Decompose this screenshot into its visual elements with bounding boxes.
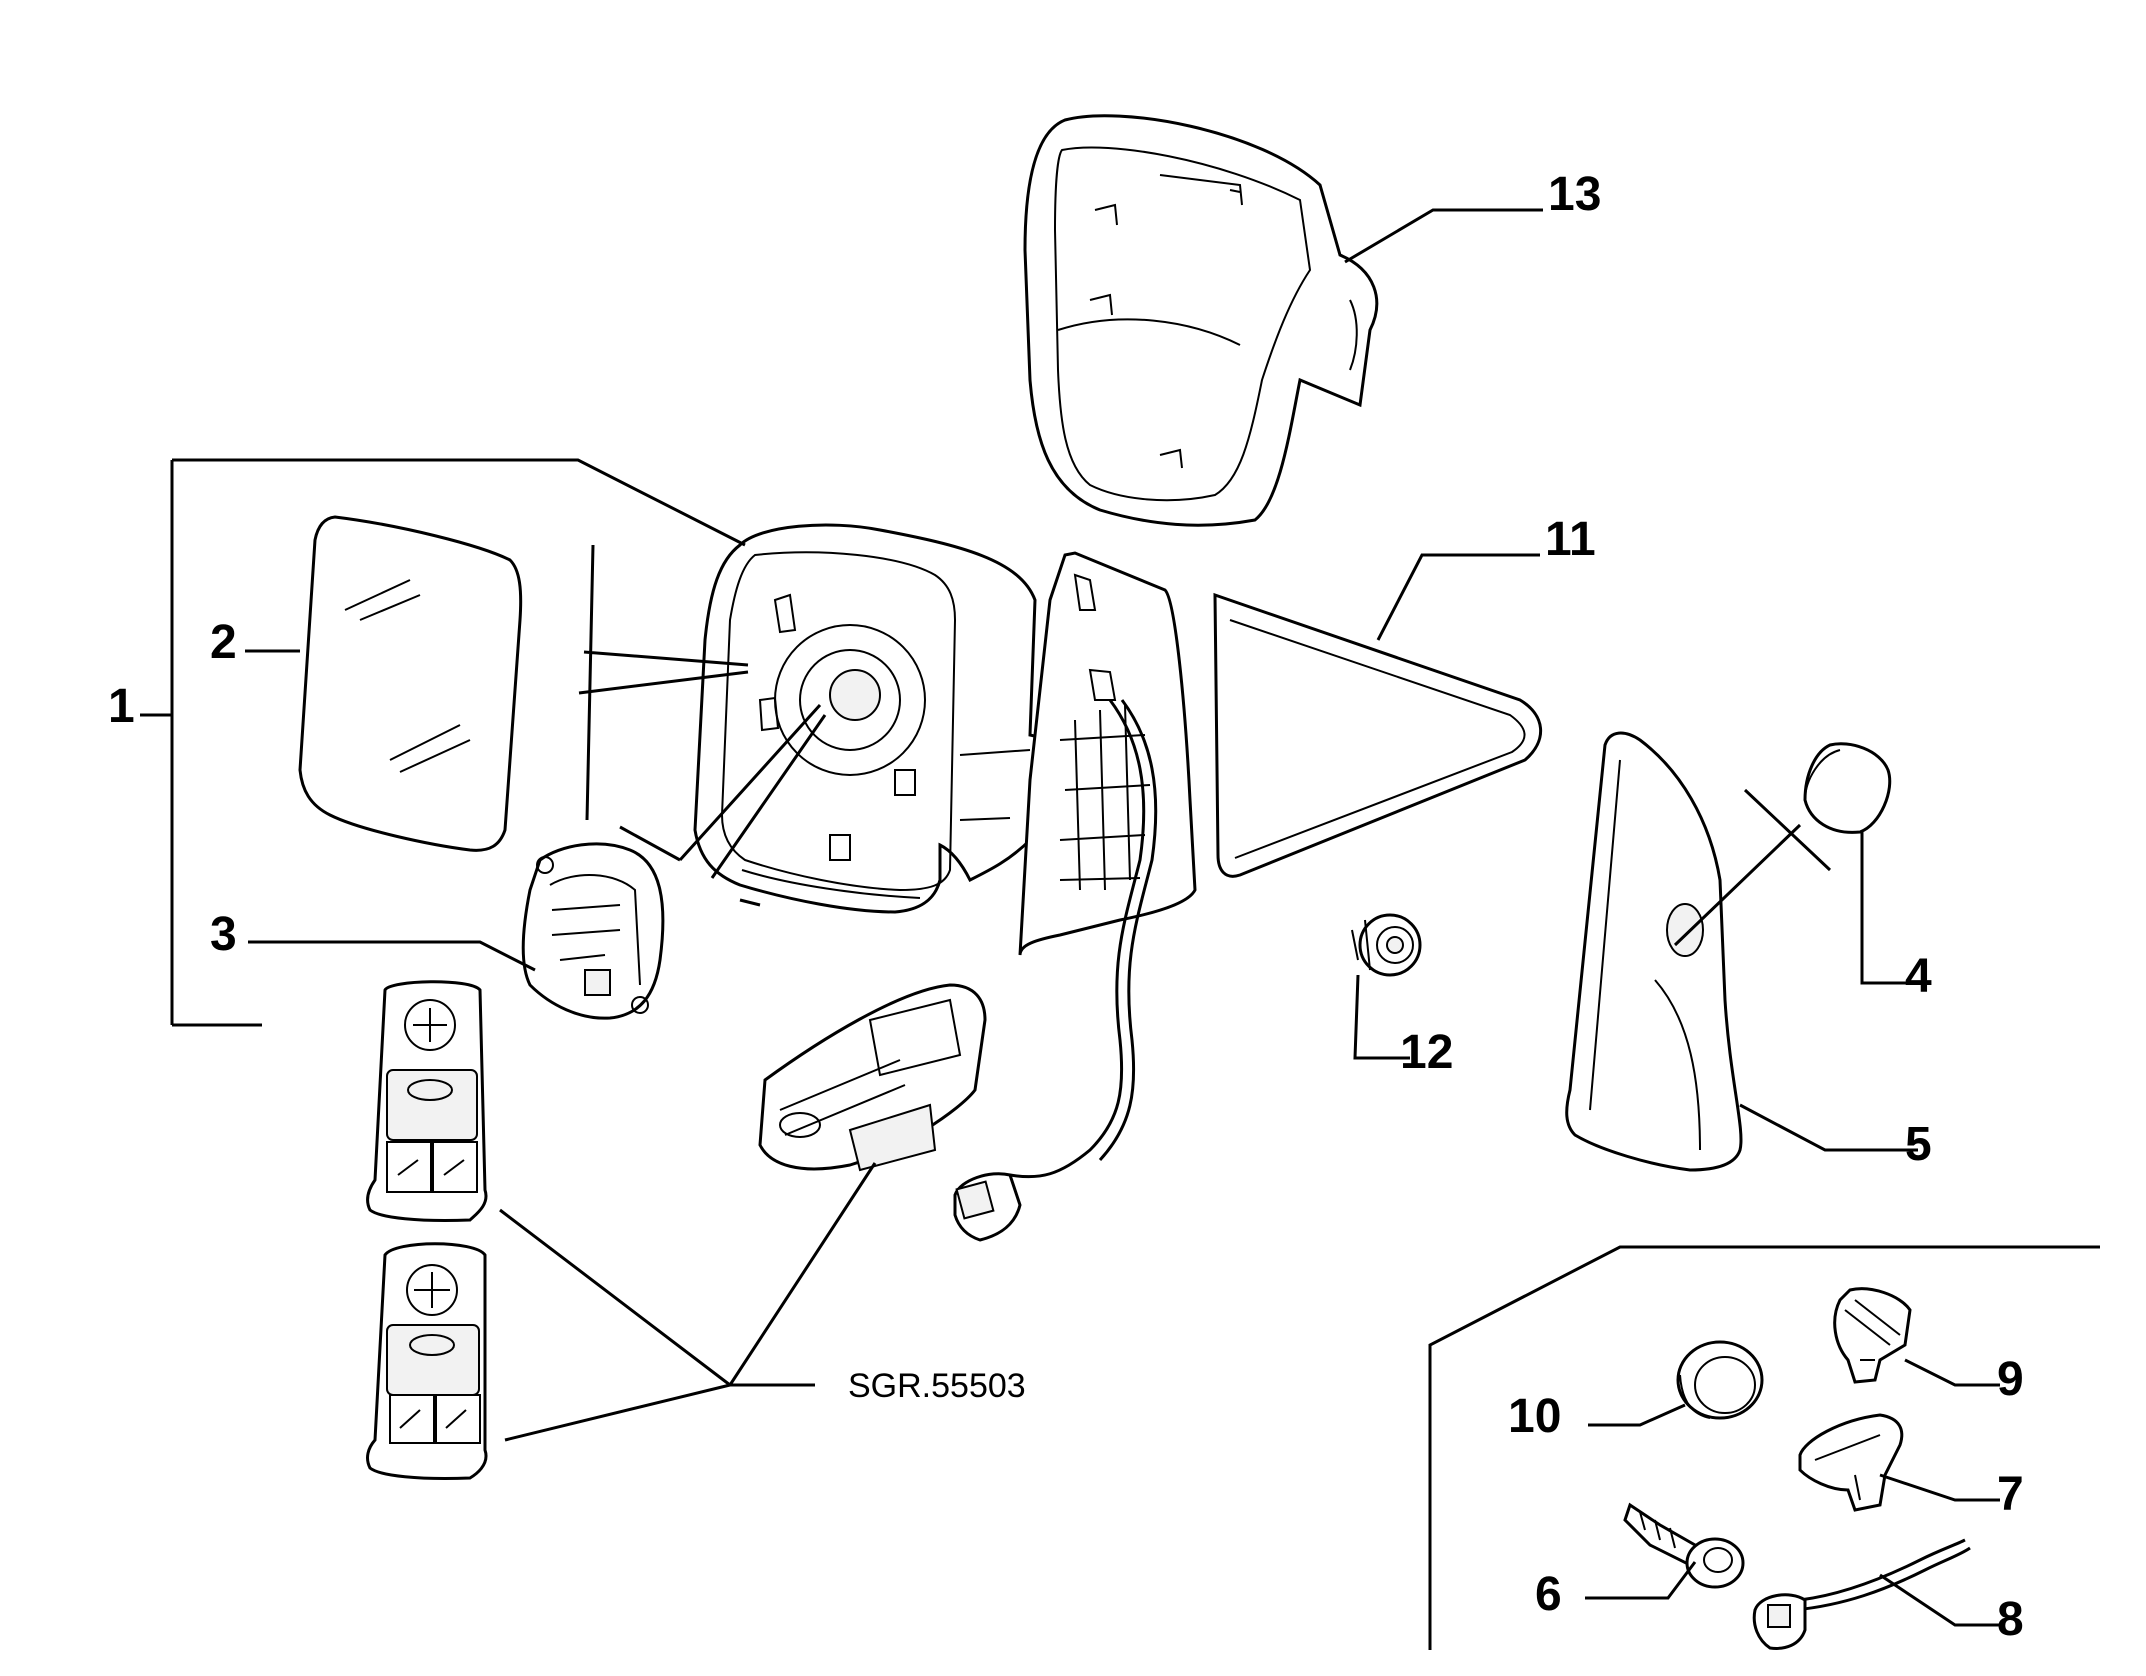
- leader-8: [1879, 1573, 2000, 1627]
- part-11-triangle-seal: [1213, 592, 1542, 878]
- callout-3: 3: [210, 908, 237, 961]
- part-3-adjust-motor: [521, 842, 665, 1020]
- leader-12: [1353, 974, 1410, 1060]
- callout-labels: 1 2 3 4 5 6 7 8 9 10 11 12 13 SGR.55503: [108, 168, 2024, 1646]
- housing-explode-lines: [578, 544, 827, 907]
- callout-1: 1: [108, 680, 135, 733]
- leader-10: [1588, 1403, 1686, 1427]
- callout-6: 6: [1535, 1568, 1562, 1621]
- part-7-clip: [1798, 1413, 1904, 1512]
- callout-9: 9: [1997, 1353, 2024, 1406]
- callout-2: 2: [210, 616, 237, 669]
- callout-7: 7: [1997, 1468, 2024, 1521]
- part-10-plug: [1676, 1340, 1764, 1420]
- callout-12: 12: [1400, 1026, 1453, 1079]
- leader-3: [248, 940, 536, 972]
- leader-13: [1344, 208, 1543, 264]
- small-parts-frame: [1428, 1245, 2100, 1650]
- part-1-mirror-housing: [693, 523, 1056, 914]
- window-switch-panel-c: [758, 983, 987, 1172]
- leader-4: [1860, 830, 1918, 985]
- leader-1: [140, 458, 746, 1027]
- callout-11: 11: [1545, 513, 1596, 566]
- part-5-lower-cover: [1565, 731, 1743, 1172]
- leader-5: [1739, 1103, 1918, 1152]
- callout-10: 10: [1508, 1390, 1561, 1443]
- part-2-mirror-glass: [298, 515, 523, 852]
- part-4-cap-plug: [1803, 742, 1892, 834]
- part-9-clip: [1833, 1287, 1912, 1384]
- callout-4: 4: [1905, 950, 1932, 1003]
- leader-11: [1376, 553, 1540, 641]
- mirror-arm-base: [953, 551, 1197, 1242]
- window-switch-panel-a: [366, 980, 488, 1223]
- callout-leader-lines: [140, 208, 2000, 1627]
- leader-7: [1879, 1473, 2000, 1502]
- part-8-wiring-connector: [1752, 1538, 1971, 1650]
- callout-13: 13: [1548, 168, 1601, 221]
- callout-8: 8: [1997, 1593, 2024, 1646]
- part-12-grommet: [1351, 913, 1422, 977]
- switch-ref-leaders: [499, 1162, 877, 1442]
- leader-9: [1904, 1358, 2000, 1387]
- part-4-explode-line: [1673, 788, 1832, 947]
- part-13-mirror-cover: [1023, 114, 1379, 527]
- leader-6: [1585, 1561, 1697, 1600]
- reference-code: SGR.55503: [848, 1367, 1026, 1405]
- callout-5: 5: [1905, 1118, 1932, 1171]
- window-switch-panel-b: [366, 1242, 488, 1481]
